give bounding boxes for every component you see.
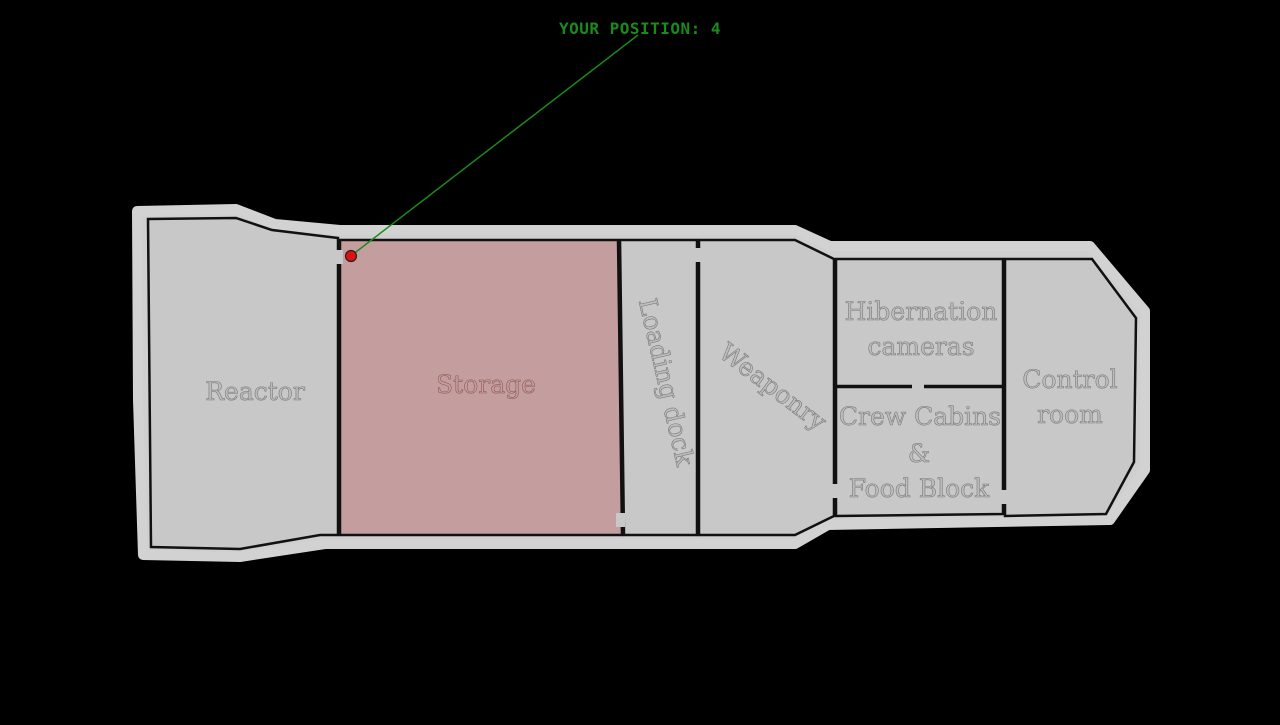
- label-reactor: Reactor: [205, 377, 305, 406]
- door-hibernation-crew: [912, 383, 924, 390]
- door-crew-control: [1000, 490, 1008, 504]
- room-weaponry[interactable]: [697, 238, 836, 537]
- label-crew-line3: Food Block: [849, 474, 990, 503]
- label-hibernation-line2: cameras: [867, 332, 974, 361]
- door-reactor-storage: [335, 250, 343, 264]
- door-storage-dock: [616, 513, 625, 527]
- position-readout: YOUR POSITION: 4: [558, 19, 722, 38]
- player-position-marker: [344, 249, 358, 263]
- room-crew-cabins[interactable]: [834, 385, 1005, 518]
- label-hibernation-line1: Hibernation: [845, 297, 998, 326]
- label-crew-line1: Crew Cabins: [839, 402, 1001, 431]
- label-control-line1: Control: [1022, 365, 1117, 394]
- label-storage: Storage: [436, 370, 536, 399]
- position-pointer-line: [351, 34, 639, 256]
- room-loading-dock[interactable]: [618, 238, 699, 537]
- label-crew-line2: &: [908, 439, 930, 468]
- door-dock-weaponry: [694, 248, 702, 262]
- label-control-line2: room: [1037, 400, 1103, 429]
- room-control[interactable]: [1003, 257, 1138, 518]
- door-weaponry-crew: [831, 484, 839, 498]
- room-storage[interactable]: [338, 238, 624, 537]
- room-reactor[interactable]: [146, 216, 340, 551]
